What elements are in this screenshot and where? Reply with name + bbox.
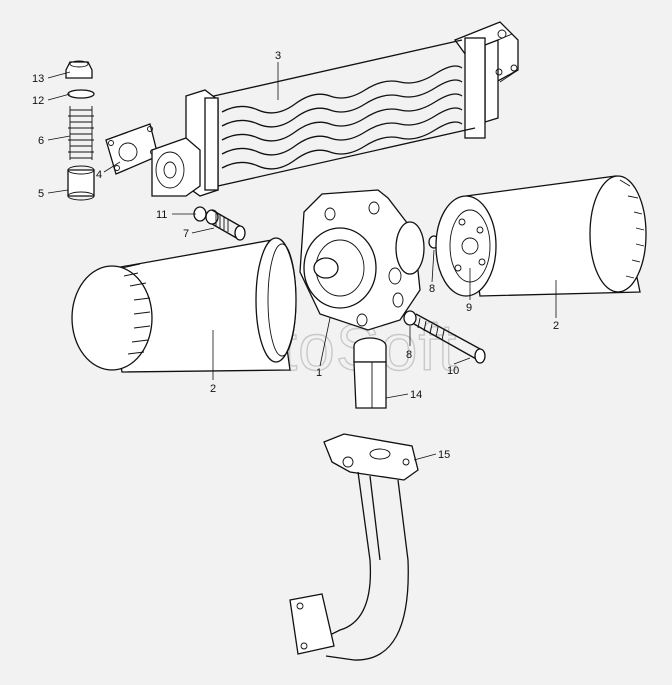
oil-filter-left — [71, 237, 297, 373]
callout-1: 1 — [316, 367, 322, 379]
callout-11: 11 — [156, 209, 167, 221]
callout-5: 5 — [38, 188, 44, 200]
callout-4: 4 — [96, 169, 102, 181]
callout-8-upper: 8 — [429, 283, 435, 295]
oil-filter-right — [435, 175, 647, 297]
callout-13: 13 — [32, 73, 44, 85]
gasket-and-valve-block — [105, 123, 201, 197]
oil-cooler — [185, 21, 519, 197]
callout-15: 15 — [438, 449, 450, 461]
callout-3: 3 — [275, 50, 281, 62]
adapter-fitting — [353, 337, 387, 409]
leader-lines — [47, 62, 557, 461]
callout-7: 7 — [183, 228, 189, 240]
left-bolt-washer — [193, 206, 246, 241]
callout-2-left: 2 — [210, 383, 216, 395]
bypass-valve-stack — [65, 60, 95, 201]
callout-14: 14 — [410, 389, 422, 401]
filter-head-body — [299, 189, 425, 331]
callout-labels: 3 13 12 6 4 5 11 7 2 1 8 9 2 8 10 14 15 — [32, 50, 559, 461]
callout-9: 9 — [466, 302, 472, 314]
oil-pipe — [289, 433, 419, 661]
callout-10: 10 — [447, 365, 459, 377]
callout-8-lower: 8 — [406, 349, 412, 361]
callout-2-right: 2 — [553, 320, 559, 332]
callout-6: 6 — [38, 135, 44, 147]
callout-12: 12 — [32, 95, 44, 107]
